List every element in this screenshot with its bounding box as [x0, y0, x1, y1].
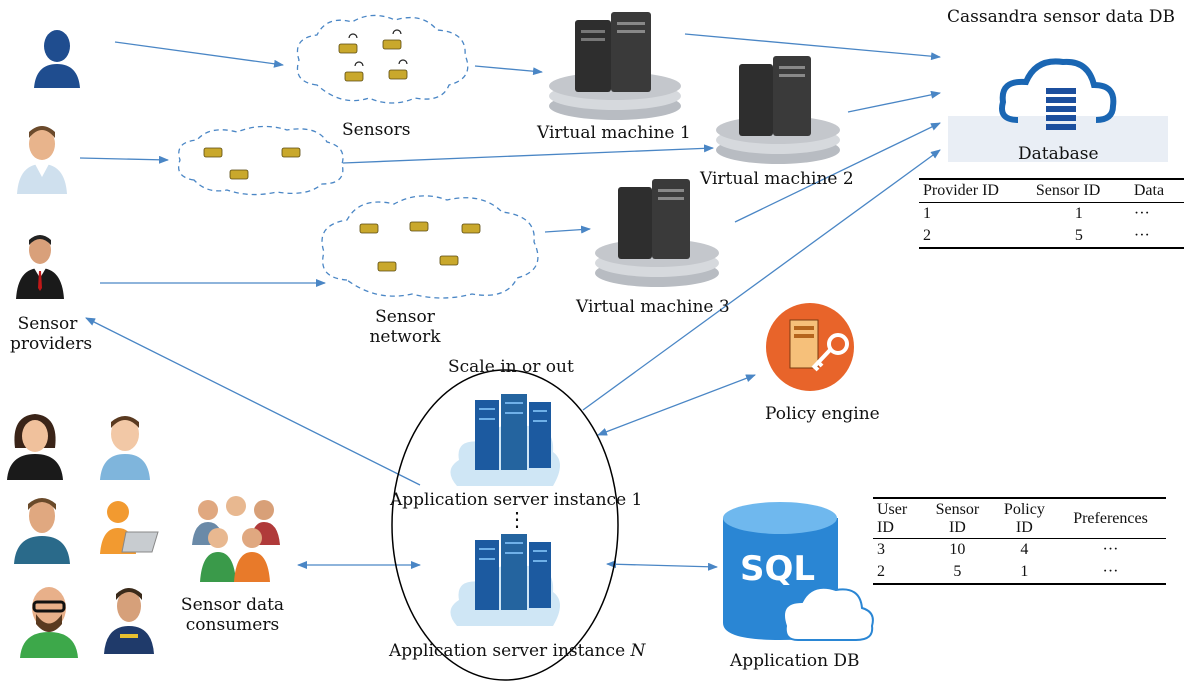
cell: 4	[1020, 541, 1029, 559]
sensor-network-cloud	[321, 195, 539, 299]
policy-engine-label: Policy engine	[765, 404, 880, 424]
col-header: User ID	[877, 501, 908, 536]
vm2-server-icon	[716, 56, 840, 164]
cell: 3	[877, 541, 885, 559]
col-header: Sensor ID	[1035, 182, 1101, 199]
vm1-label: Virtual machine 1	[537, 123, 691, 143]
app-server-n-prefix: Application server instance	[389, 641, 631, 661]
sensors-cloud-small	[177, 125, 344, 196]
table-row: 1 1 ···	[919, 203, 1184, 226]
arrow-network-vm3	[544, 225, 591, 234]
col-header: Preferences	[1073, 509, 1148, 527]
vm3-server-icon	[595, 179, 719, 287]
col-header: Sensor ID	[935, 501, 980, 536]
col-header: Policy ID	[1003, 501, 1045, 536]
cell: ···	[1133, 227, 1150, 244]
sensors-cloud	[296, 14, 469, 104]
arrow-vm1-db	[684, 33, 941, 61]
application-data-table: User ID Sensor ID Policy ID Preferences …	[873, 497, 1166, 586]
person-icon	[14, 498, 70, 564]
table-row: 2 5 ···	[919, 225, 1184, 248]
person-icon	[17, 126, 67, 194]
sql-database-icon: SQL	[723, 502, 874, 641]
cell: 10	[949, 541, 966, 559]
scale-ellipse	[391, 369, 619, 681]
cell: 5	[953, 563, 962, 581]
sensor-data-table: Provider ID Sensor ID Data 1 1 ··· 2 5 ·…	[919, 178, 1184, 249]
arrow-app-policy	[597, 374, 756, 436]
cell: 1	[1020, 563, 1029, 581]
app-server-n-label: Application server instance N	[389, 641, 646, 662]
laptop-user-icon	[100, 501, 159, 554]
arrow-provider2-sensors	[79, 155, 169, 164]
sensors-label: Sensors	[342, 120, 411, 140]
cassandra-db-title: Cassandra sensor data DB	[947, 7, 1175, 27]
arrow-app-appdb	[606, 560, 718, 571]
cell: 2	[877, 563, 885, 581]
policy-engine-icon	[766, 303, 854, 391]
person-icon	[34, 30, 80, 88]
arrow-provider1-sensors	[114, 41, 284, 68]
cell: ···	[1102, 563, 1119, 581]
person-icon	[100, 416, 150, 480]
person-icon	[7, 414, 63, 480]
table-row: 2 5 1 ···	[873, 561, 1166, 584]
table-row: 3 10 4 ···	[873, 539, 1166, 562]
arrow-app-providers	[85, 317, 421, 486]
app-server-1-label: Application server instance 1	[390, 490, 643, 510]
arrow-vm2-db	[847, 90, 941, 113]
vm3-label: Virtual machine 3	[576, 297, 730, 317]
vm2-label: Virtual machine 2	[700, 169, 854, 189]
vertical-dots: ⋮	[507, 507, 527, 531]
cell: ···	[1133, 205, 1150, 222]
col-header: Provider ID	[923, 182, 999, 199]
app-server-1-icon	[450, 394, 560, 486]
consumers-label: Sensor data consumers	[180, 595, 285, 635]
cell: 5	[1074, 227, 1083, 244]
user-group-icon	[192, 496, 280, 582]
sensor-network-label: Sensor network	[369, 307, 441, 347]
sensor-providers-label: Sensor providers	[10, 314, 93, 354]
application-db-label: Application DB	[730, 651, 860, 671]
scale-label: Scale in or out	[448, 357, 574, 377]
cloud-database-icon	[948, 58, 1168, 162]
cell: 1	[1074, 205, 1083, 222]
person-icon	[20, 587, 78, 658]
person-icon	[104, 588, 154, 654]
arrow-sensors-vm1	[474, 65, 543, 76]
app-server-n-variable: N	[630, 641, 646, 661]
cell: 1	[923, 205, 931, 222]
businessman-icon	[16, 235, 64, 299]
col-header: Data	[1133, 182, 1165, 199]
cell: ···	[1102, 541, 1119, 559]
arrow-app-db	[582, 149, 941, 411]
sql-text: SQL	[740, 549, 815, 589]
arrow-sensors2-vm2	[342, 144, 714, 164]
app-server-n-icon	[450, 534, 560, 626]
database-label: Database	[1018, 144, 1099, 164]
vm1-server-icon	[549, 12, 681, 120]
arrow-vm3-db	[734, 122, 941, 223]
cell: 2	[923, 227, 931, 244]
